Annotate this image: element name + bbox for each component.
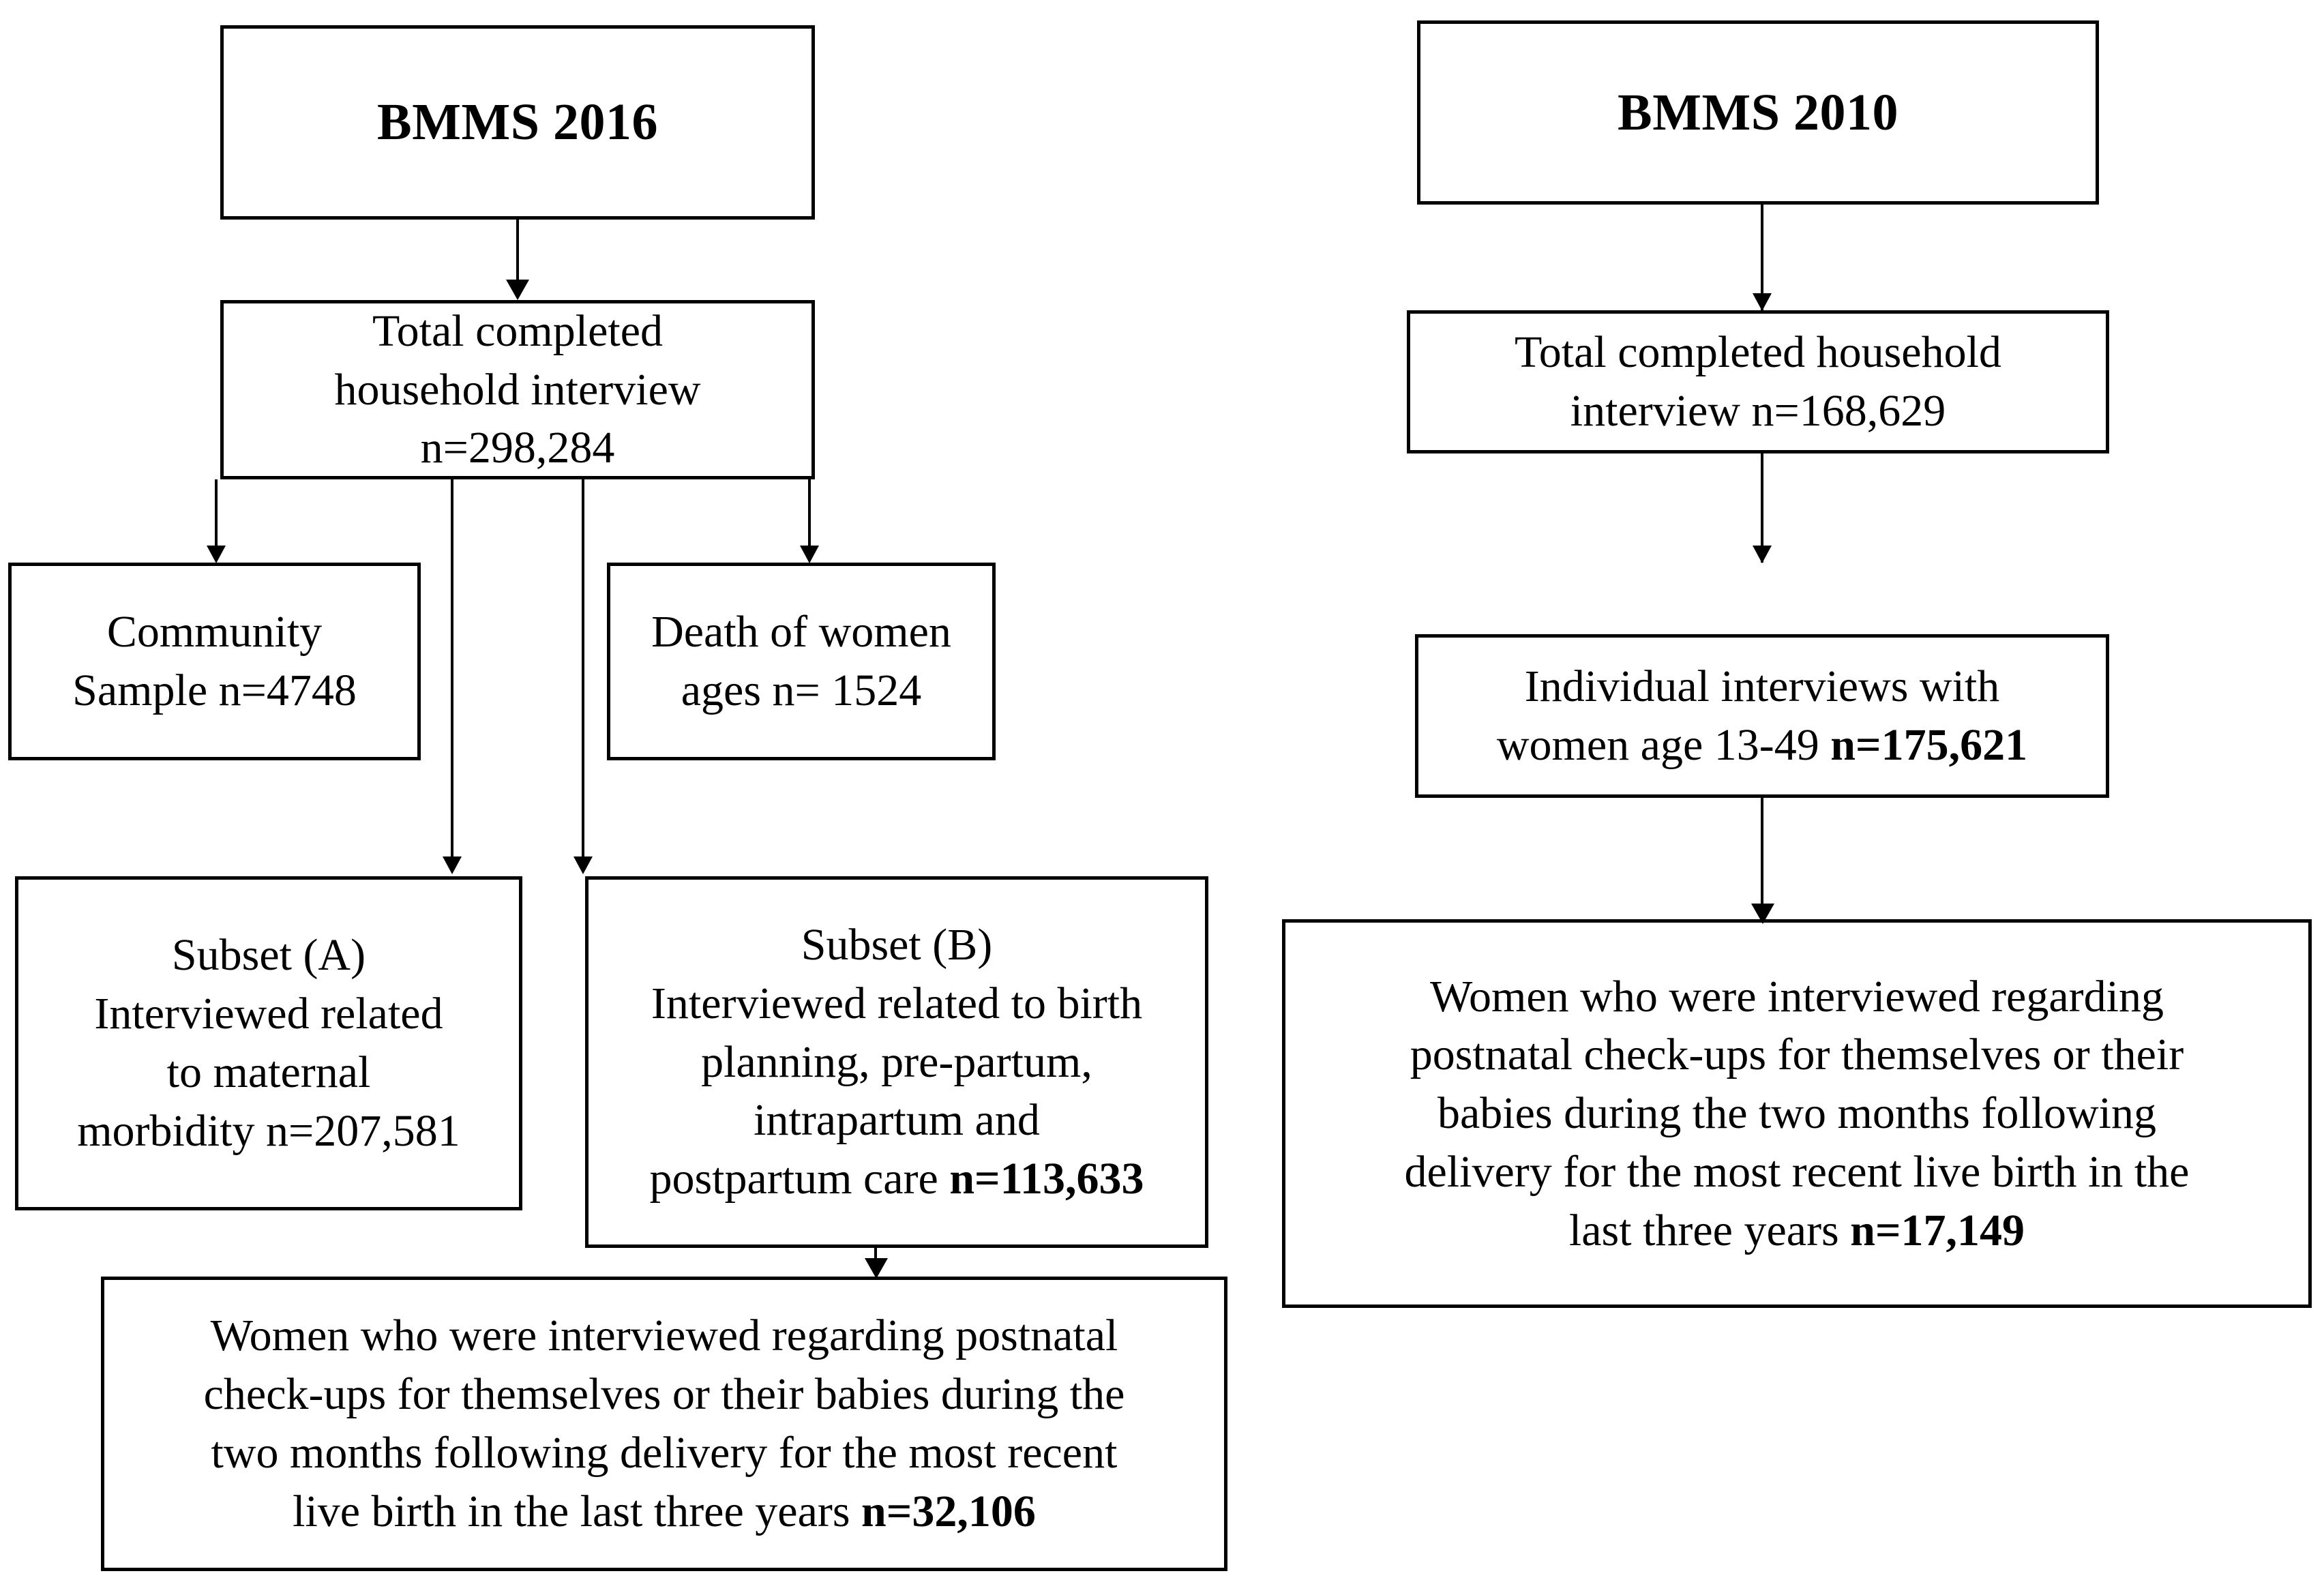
node-2016-final-label: Women who were interviewed regarding pos… xyxy=(203,1311,1125,1536)
connector-total-to-death xyxy=(808,479,811,561)
node-2010-individual-count: n=175,621 xyxy=(1830,720,2028,770)
arrowhead-2016-title-to-total xyxy=(506,280,529,300)
arrowhead-subset-b-to-final-2016 xyxy=(865,1258,888,1279)
connector-total-to-community xyxy=(215,479,218,561)
node-community-sample[interactable]: Community Sample n=4748 xyxy=(8,563,421,760)
connector-2016-title-to-total xyxy=(516,220,519,284)
node-subset-b-count: n=113,633 xyxy=(949,1154,1144,1204)
node-subset-a[interactable]: Subset (A) Interviewed related to matern… xyxy=(15,876,522,1210)
node-death-of-women-text: Death of women ages n= 1524 xyxy=(651,607,951,715)
node-2016-final-postnatal-text: Women who were interviewed regarding pos… xyxy=(104,1307,1224,1540)
node-subset-a-text: Subset (A) Interviewed related to matern… xyxy=(77,930,460,1156)
arrowhead-2010-total-to-individual xyxy=(1753,546,1772,563)
arrowhead-2010-title-to-total xyxy=(1753,293,1772,311)
node-bmms-2016-title[interactable]: BMMS 2016 xyxy=(220,25,815,220)
node-2010-individual-interviews-text: Individual interviews with women age 13-… xyxy=(1418,657,2106,775)
node-bmms-2016-title-text: BMMS 2016 xyxy=(377,93,658,151)
node-subset-b-label: Subset (B) Interviewed related to birth … xyxy=(649,920,1143,1204)
arrowhead-total-to-subset-a xyxy=(443,856,462,874)
node-2010-total-household-interview-text: Total completed household interview n=16… xyxy=(1515,327,2001,436)
node-subset-b[interactable]: Subset (B) Interviewed related to birth … xyxy=(585,876,1208,1248)
node-bmms-2010-title-text: BMMS 2010 xyxy=(1618,83,1898,141)
connector-2010-total-to-individual xyxy=(1761,453,1763,563)
node-death-of-women[interactable]: Death of women ages n= 1524 xyxy=(607,563,996,760)
connector-total-to-subset-b xyxy=(582,479,584,860)
node-2016-total-household-interview-text: Total completed household interview n=29… xyxy=(334,305,701,473)
node-2016-total-household-interview[interactable]: Total completed household interview n=29… xyxy=(220,300,815,479)
arrowhead-total-to-community xyxy=(207,546,226,563)
node-bmms-2010-title[interactable]: BMMS 2010 xyxy=(1417,20,2099,205)
connector-2010-individual-to-final xyxy=(1761,798,1763,917)
node-2010-individual-label: Individual interviews with women age 13-… xyxy=(1496,661,2000,770)
node-2016-final-count: n=32,106 xyxy=(861,1486,1036,1536)
node-2010-final-postnatal[interactable]: Women who were interviewed regarding pos… xyxy=(1282,919,2312,1308)
node-subset-b-text: Subset (B) Interviewed related to birth … xyxy=(589,916,1205,1208)
node-2010-individual-interviews[interactable]: Individual interviews with women age 13-… xyxy=(1415,634,2109,798)
arrowhead-2010-individual-to-final xyxy=(1751,904,1774,924)
node-2010-total-household-interview[interactable]: Total completed household interview n=16… xyxy=(1407,310,2109,453)
arrowhead-total-to-death xyxy=(800,546,819,563)
connector-2010-title-to-total xyxy=(1761,205,1763,310)
node-2010-final-count: n=17,149 xyxy=(1850,1205,2025,1255)
node-2016-final-postnatal[interactable]: Women who were interviewed regarding pos… xyxy=(101,1277,1227,1571)
node-community-sample-text: Community Sample n=4748 xyxy=(72,607,357,715)
arrowhead-total-to-subset-b xyxy=(573,856,593,874)
connector-total-to-subset-a xyxy=(451,479,453,860)
node-2010-final-label: Women who were interviewed regarding pos… xyxy=(1404,971,2190,1255)
node-2010-final-postnatal-text: Women who were interviewed regarding pos… xyxy=(1285,968,2308,1260)
